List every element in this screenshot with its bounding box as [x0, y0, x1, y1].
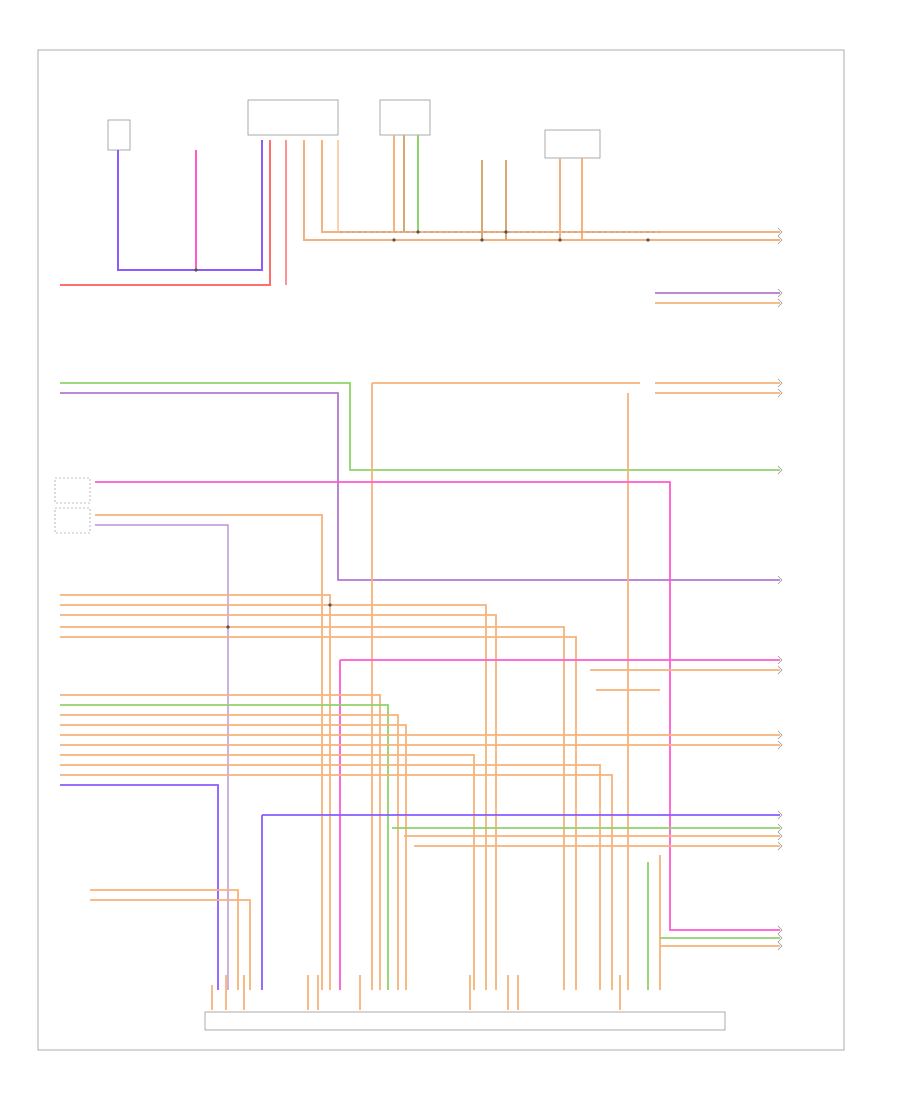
- top-component-1: [107, 119, 131, 151]
- top-component-6: [544, 129, 601, 159]
- splice-points: [194, 230, 650, 629]
- bottom-connector: [204, 1011, 726, 1031]
- left-component-2: [54, 507, 91, 534]
- top-component-4: [379, 99, 431, 136]
- top-component-3: [247, 99, 339, 136]
- left-component-1: [54, 477, 91, 504]
- diagram-frame: [37, 49, 845, 1051]
- horizontal-wires: [60, 292, 780, 1010]
- top-wires: [60, 135, 780, 286]
- right-terminals: [777, 227, 783, 951]
